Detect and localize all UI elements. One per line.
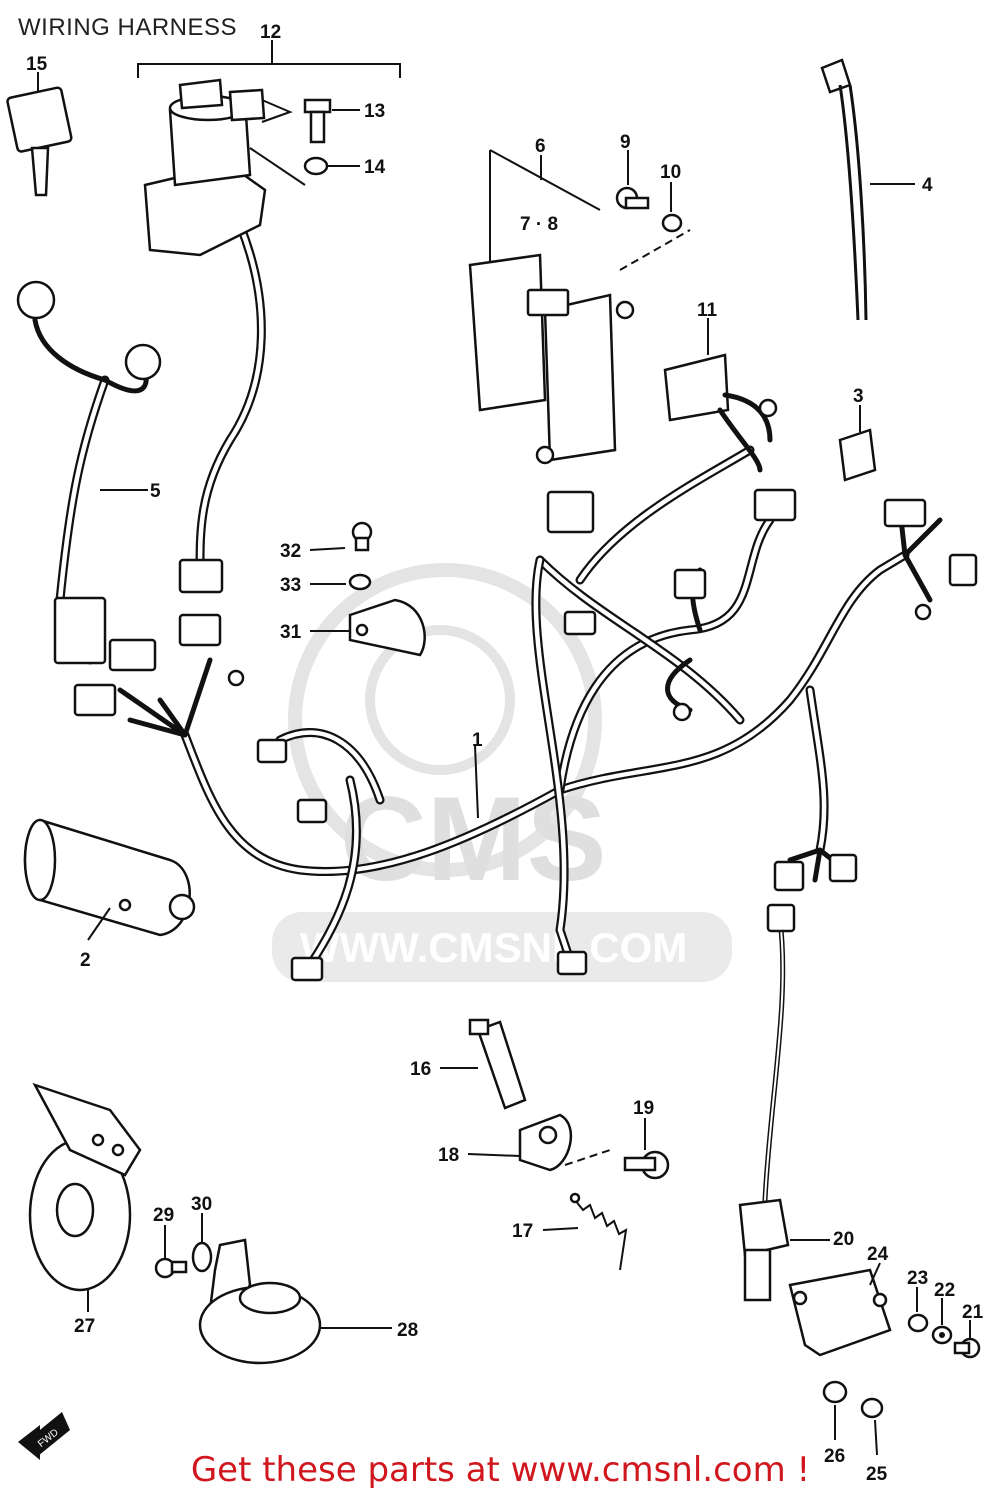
washer-23 bbox=[907, 1313, 929, 1333]
neutral-switch-lead bbox=[738, 903, 796, 1302]
callout-30: 30 bbox=[191, 1194, 212, 1215]
callout-6: 6 bbox=[535, 136, 546, 157]
callout-31: 31 bbox=[280, 622, 302, 643]
washer-33 bbox=[348, 573, 372, 591]
callout-numbers: 1 2 3 4 5 6 7 · 8 9 10 11 12 13 14 15 16… bbox=[26, 22, 984, 1485]
bolt-21 bbox=[953, 1337, 981, 1359]
callout-4: 4 bbox=[922, 175, 933, 196]
washer-25 bbox=[860, 1397, 884, 1419]
callout-9: 9 bbox=[620, 132, 631, 153]
spring-17 bbox=[569, 1192, 628, 1271]
callout-21: 21 bbox=[962, 1302, 984, 1323]
bolt-13 bbox=[303, 98, 332, 144]
callout-22: 22 bbox=[934, 1280, 955, 1301]
screw-9 bbox=[615, 186, 650, 210]
callout-17: 17 bbox=[512, 1221, 533, 1242]
bracket-24 bbox=[788, 1268, 892, 1357]
callout-13: 13 bbox=[364, 101, 385, 122]
callout-2: 2 bbox=[80, 950, 91, 971]
callout-14: 14 bbox=[364, 157, 386, 178]
callout-23: 23 bbox=[907, 1268, 928, 1289]
callout-20: 20 bbox=[833, 1229, 854, 1250]
washer-10 bbox=[661, 213, 683, 233]
screw-32 bbox=[351, 521, 373, 552]
callout-10: 10 bbox=[660, 162, 681, 183]
callout-29: 29 bbox=[153, 1205, 174, 1226]
callout-28: 28 bbox=[397, 1320, 418, 1341]
callout-33: 33 bbox=[280, 575, 301, 596]
sub-harness-5 bbox=[16, 280, 162, 665]
callout-12: 12 bbox=[260, 22, 281, 43]
callout-32: 32 bbox=[280, 541, 301, 562]
screw-19 bbox=[623, 1150, 670, 1180]
nut-22 bbox=[931, 1325, 953, 1345]
clip-3 bbox=[838, 428, 877, 482]
holder-18 bbox=[518, 1113, 611, 1172]
diagram-title: WIRING HARNESS bbox=[18, 14, 238, 41]
ignition-coil-2 bbox=[23, 818, 196, 937]
callout-bracket-12 bbox=[137, 63, 401, 78]
nut-26 bbox=[822, 1380, 848, 1404]
bolt-29 bbox=[154, 1257, 188, 1279]
ignition-switch bbox=[143, 78, 306, 594]
callout-5: 5 bbox=[150, 481, 161, 502]
watermark-url: WWW.CMSNL.COM bbox=[300, 924, 687, 971]
key-15 bbox=[6, 86, 73, 197]
callout-11: 11 bbox=[697, 300, 718, 321]
plug-cap-16 bbox=[468, 1018, 527, 1110]
regulator-assembly bbox=[468, 149, 691, 465]
washer-14 bbox=[303, 156, 329, 176]
horn-28 bbox=[198, 1238, 322, 1365]
footer-link[interactable]: Get these parts at www.cmsnl.com ! bbox=[190, 1450, 811, 1490]
tie-band-4 bbox=[820, 58, 868, 321]
callout-24: 24 bbox=[867, 1244, 889, 1265]
callout-25: 25 bbox=[866, 1464, 888, 1485]
callout-19: 19 bbox=[633, 1098, 654, 1119]
callout-3: 3 bbox=[853, 386, 864, 407]
callout-27: 27 bbox=[74, 1316, 95, 1337]
callout-16: 16 bbox=[410, 1059, 431, 1080]
callout-18: 18 bbox=[438, 1145, 459, 1166]
clamp-31 bbox=[348, 598, 426, 657]
callout-26: 26 bbox=[824, 1446, 845, 1467]
horn-27 bbox=[28, 1082, 142, 1292]
callout-7-8: 7 · 8 bbox=[520, 214, 558, 235]
callout-15: 15 bbox=[26, 54, 48, 75]
washer-30 bbox=[191, 1241, 213, 1273]
leader-lines bbox=[37, 40, 971, 1456]
callout-1: 1 bbox=[472, 730, 483, 751]
relay-11 bbox=[663, 353, 778, 473]
main-wiring-harness bbox=[73, 445, 978, 982]
